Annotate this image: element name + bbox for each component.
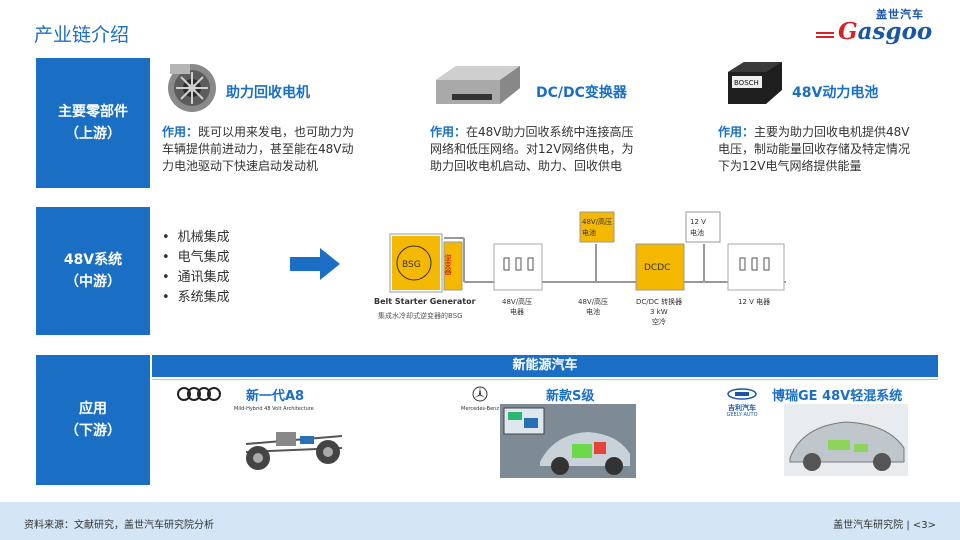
mercedes-logo: Mercedes-Benz <box>460 386 500 412</box>
geely-logo: 吉利汽车 GEELY AUTO <box>722 385 762 418</box>
page-title: 产业链介绍 <box>34 24 130 46</box>
audi-a8-label: 新一代A8 <box>246 389 305 404</box>
dcdc-label: DCDC <box>644 263 670 273</box>
page-number: <3> <box>912 520 936 531</box>
footer-bar: 资料来源：文献研究，盖世汽车研究院分析 盖世汽车研究院 | <3> <box>0 502 960 540</box>
dcdc-cooling: 空冷 <box>652 317 666 326</box>
list-item: 机械集成 <box>162 228 230 248</box>
lv-load-label: 12 V 电器 <box>738 297 770 306</box>
nev-header-bar: 新能源汽车 <box>152 355 938 377</box>
geely-car-image <box>784 404 908 480</box>
hv-battery-line2: 电池 <box>586 307 600 316</box>
upstream-label: 主要零部件 <box>58 104 128 120</box>
midstream-sublabel: （中游） <box>65 274 121 290</box>
footer-source: 资料来源：文献研究，盖世汽车研究院分析 <box>24 520 214 531</box>
hv-battery-line1: 48V/高压 <box>578 297 608 306</box>
bsg-subtitle: 集成水冷却式逆变器的BSG <box>378 311 463 320</box>
audi-chassis-image: Mild-Hybrid 48 Volt Architecture <box>232 402 356 482</box>
motor-description: 作用：既可以用来发电，也可助力为 车辆提供前进动力，甚至能在48V动 力电池驱动… <box>162 125 355 173</box>
hv-battery-top-line1: 48V/高压 <box>582 217 612 226</box>
battery-title: 48V动力电池 <box>792 85 879 101</box>
midstream-list: 机械集成 电气集成 通讯集成 系统集成 <box>162 228 230 308</box>
audi-logo <box>176 386 224 406</box>
converter-description: 作用：在48V助力回收系统中连接高压 网络和低压网络。对12V网络供电，为 助力… <box>430 125 634 173</box>
logo-cn-text: 盖世汽车 <box>876 8 924 21</box>
lv-battery-top-line2: 电池 <box>690 228 704 237</box>
upstream-section-box: 主要零部件 （上游） <box>36 58 150 188</box>
list-item: 电气集成 <box>162 248 230 268</box>
converter-icon <box>432 62 524 112</box>
svg-text:BOSCH: BOSCH <box>734 79 759 87</box>
inverter-label: 逆变器 <box>444 253 452 276</box>
converter-title: DC/DC变换器 <box>536 85 627 101</box>
downstream-label: 应用 <box>79 401 107 417</box>
hv-load-line1: 48V/高压 <box>502 297 532 306</box>
lv-battery-top-line1: 12 V <box>690 218 706 226</box>
audi-image-caption: Mild-Hybrid 48 Volt Architecture <box>234 406 314 412</box>
dcdc-power: 3 kW <box>650 308 668 316</box>
dcdc-full-label: DC/DC 转换器 <box>636 297 682 306</box>
bsg-full-label: Belt Starter Generator <box>374 297 476 306</box>
battery-icon: BOSCH <box>724 60 784 112</box>
downstream-section-box: 应用 （下游） <box>36 355 150 485</box>
list-item: 通讯集成 <box>162 268 230 288</box>
geely-ge-label: 博瑞GE 48V轻混系统 <box>772 389 903 404</box>
logo-en-text: Gasgoo <box>838 18 933 45</box>
hv-load-line2: 电器 <box>510 307 524 316</box>
downstream-sublabel: （下游） <box>65 423 121 439</box>
upstream-sublabel: （上游） <box>65 126 121 142</box>
arrow-right-icon <box>290 248 340 284</box>
mercedes-car-image <box>500 404 636 482</box>
nev-divider <box>152 379 938 380</box>
hv-battery-top-line2: 电池 <box>582 228 596 237</box>
midstream-label: 48V系统 <box>63 252 123 268</box>
battery-description: 作用：主要为助力回收电机提供48V 电压，制动能量回收存储及特定情况 下为12V… <box>718 125 911 173</box>
mercedes-s-class-label: 新款S级 <box>546 389 595 404</box>
motor-title: 助力回收电机 <box>226 85 310 101</box>
footer-org-page: 盖世汽车研究院 | <3> <box>833 520 936 531</box>
midstream-section-box: 48V系统 （中游） <box>36 207 150 335</box>
list-item: 系统集成 <box>162 288 230 308</box>
gasgoo-logo: 盖世汽车 Gasgoo <box>812 4 933 45</box>
bsg-label: BSG <box>402 260 421 270</box>
logo-stripes <box>816 32 834 40</box>
motor-icon <box>162 56 222 120</box>
48v-system-diagram: BSG 逆变器 48V/高压 电池 DCDC 12 V 电池 Belt Star… <box>374 208 794 342</box>
